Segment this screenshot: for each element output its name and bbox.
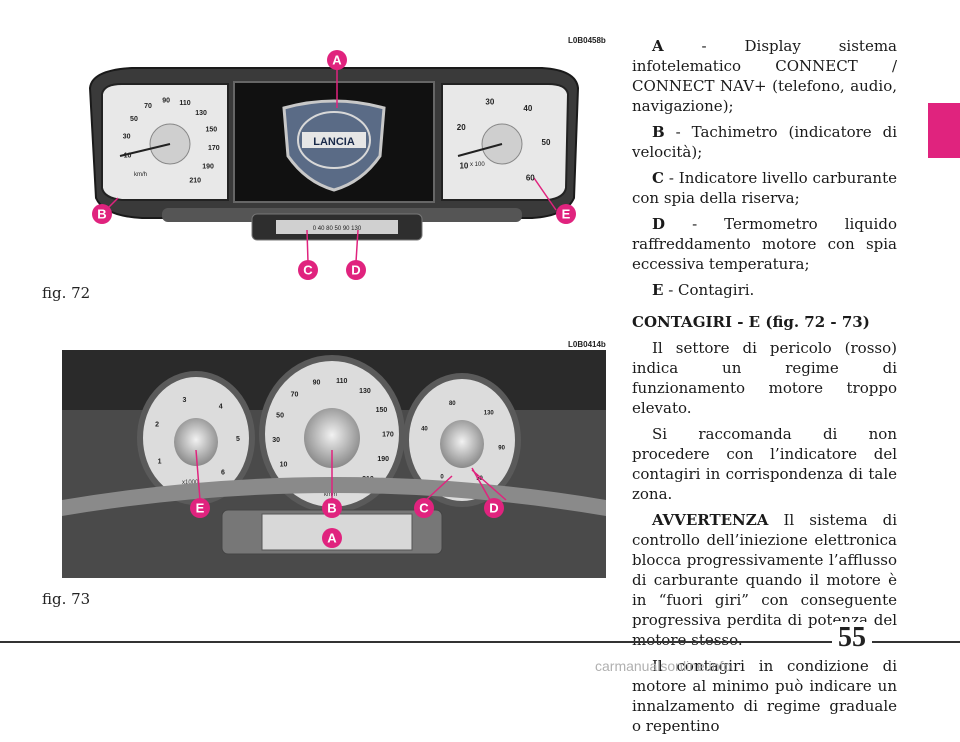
svg-text:130: 130 — [195, 110, 207, 117]
paragraph-1: Il settore di pericolo (rosso) indica un… — [632, 339, 897, 417]
fig72-tacho-ticks: 10 20 30 40 50 60 — [457, 97, 551, 182]
svg-text:50: 50 — [130, 116, 138, 123]
svg-text:60: 60 — [526, 173, 535, 182]
fig72-callout-b: B — [92, 204, 112, 224]
fig73-tacho-tick-labels: 1 2 3 4 5 6 — [155, 397, 240, 477]
fig72-speedo-unit: km/h — [134, 172, 147, 178]
svg-text:0: 0 — [440, 475, 444, 481]
svg-text:10: 10 — [124, 153, 132, 160]
svg-text:40: 40 — [523, 104, 532, 113]
svg-text:A: A — [327, 531, 337, 546]
svg-text:10: 10 — [280, 461, 288, 468]
svg-text:70: 70 — [291, 392, 299, 399]
section-heading: CONTAGIRI - E (fig. 72 - 73) — [632, 313, 870, 331]
svg-text:C: C — [303, 263, 313, 278]
fig73-speedo-unit: km/h — [324, 492, 337, 498]
fig72-tacho-unit: x 100 — [470, 162, 485, 168]
svg-text:190: 190 — [377, 456, 389, 463]
svg-text:3: 3 — [182, 397, 186, 404]
section-tab — [928, 103, 960, 158]
svg-text:50: 50 — [276, 412, 284, 419]
svg-text:90: 90 — [162, 98, 170, 105]
fig73-caption: fig. 73 — [42, 590, 91, 608]
fig72-caption: fig. 72 — [42, 284, 91, 302]
fig73-callouts: E B C D A — [190, 498, 504, 548]
fig72-callouts: A B C D E — [92, 50, 576, 280]
fig73-tacho-ticks: 1 2 3 4 5 6 — [155, 397, 240, 477]
item-a: A - Display sistema infotelematico CONNE… — [632, 37, 897, 115]
text-column: A - Display sistema infotelematico CONNE… — [632, 36, 897, 742]
svg-text:E: E — [562, 207, 571, 222]
svg-text:150: 150 — [206, 126, 218, 133]
fig73-callout-b: B — [322, 498, 342, 518]
svg-text:130: 130 — [359, 388, 371, 395]
svg-text:90: 90 — [313, 380, 321, 387]
svg-text:10: 10 — [459, 162, 468, 171]
svg-text:D: D — [351, 263, 360, 278]
item-d: D - Termometro liquido raffreddamento mo… — [632, 215, 897, 273]
svg-text:190: 190 — [202, 163, 214, 170]
svg-text:110: 110 — [336, 378, 347, 385]
fig73-code: L0B0414b — [568, 340, 606, 349]
svg-text:30: 30 — [123, 134, 131, 141]
fig73-callout-e: E — [190, 498, 210, 518]
fig73-illustration: x1000 km/h 1 2 3 4 5 6 10 30 50 70 90 110 130 150 170… — [62, 350, 606, 578]
fig72-callout-d: D — [346, 260, 366, 280]
fig72-callout-e: E — [556, 204, 576, 224]
svg-text:50: 50 — [476, 476, 483, 482]
fig72-callout-c: C — [298, 260, 318, 280]
fig73-gauge-ticks: 40 80 130 90 50 0 — [421, 401, 506, 482]
page-number: 55 — [832, 622, 872, 654]
svg-text:40: 40 — [421, 426, 428, 432]
svg-text:50: 50 — [542, 138, 551, 147]
fig73-callout-d: D — [484, 498, 504, 518]
fig73-tacho-unit: x1000 — [182, 480, 199, 486]
svg-text:30: 30 — [485, 97, 494, 106]
svg-text:C: C — [419, 501, 429, 516]
watermark: carmanualsonline.info — [595, 658, 732, 674]
svg-text:5: 5 — [236, 436, 240, 443]
svg-text:20: 20 — [457, 123, 466, 132]
item-c: C - Indicatore livello carburante con sp… — [632, 169, 897, 207]
svg-text:B: B — [97, 207, 106, 222]
svg-text:170: 170 — [382, 431, 394, 438]
lancia-logo: LANCIA — [313, 136, 355, 148]
svg-text:130: 130 — [484, 410, 495, 416]
svg-text:170: 170 — [208, 145, 220, 152]
svg-text:150: 150 — [376, 407, 388, 414]
fig72-strip-scale: 0 40 80 50 90 130 — [313, 226, 362, 232]
svg-text:4: 4 — [219, 403, 223, 410]
warning-paragraph: AVVERTENZA Il sistema di controllo dell’… — [632, 511, 897, 649]
fig73-callout-a: A — [322, 528, 342, 548]
fig72-callout-a: A — [327, 50, 347, 70]
fig73-gauge-tick-labels: 40 80 130 90 50 0 — [421, 401, 506, 482]
svg-text:90: 90 — [498, 446, 505, 452]
svg-text:D: D — [489, 501, 498, 516]
svg-text:70: 70 — [144, 103, 152, 110]
svg-text:E: E — [196, 501, 205, 516]
fig72-code: L0B0458b — [568, 36, 606, 45]
svg-text:80: 80 — [449, 401, 456, 407]
paragraph-2: Si raccomanda di non procedere con l’ind… — [632, 425, 897, 503]
item-b: B - Tachimetro (indicatore di velocità); — [632, 123, 897, 161]
fig73-callout-c: C — [414, 498, 434, 518]
svg-text:A: A — [332, 53, 342, 68]
svg-text:1: 1 — [158, 458, 162, 465]
svg-text:110: 110 — [179, 100, 190, 107]
fig72-illustration: LANCIA 0 40 80 50 90 130 A B C D E 10 30 50 70 9… — [62, 48, 606, 280]
svg-text:B: B — [327, 501, 336, 516]
svg-text:210: 210 — [189, 177, 201, 184]
item-e: E - Contagiri. — [652, 281, 755, 299]
svg-text:30: 30 — [272, 437, 280, 444]
svg-text:2: 2 — [155, 422, 159, 429]
svg-text:6: 6 — [221, 470, 225, 477]
bottom-rule — [0, 641, 960, 643]
